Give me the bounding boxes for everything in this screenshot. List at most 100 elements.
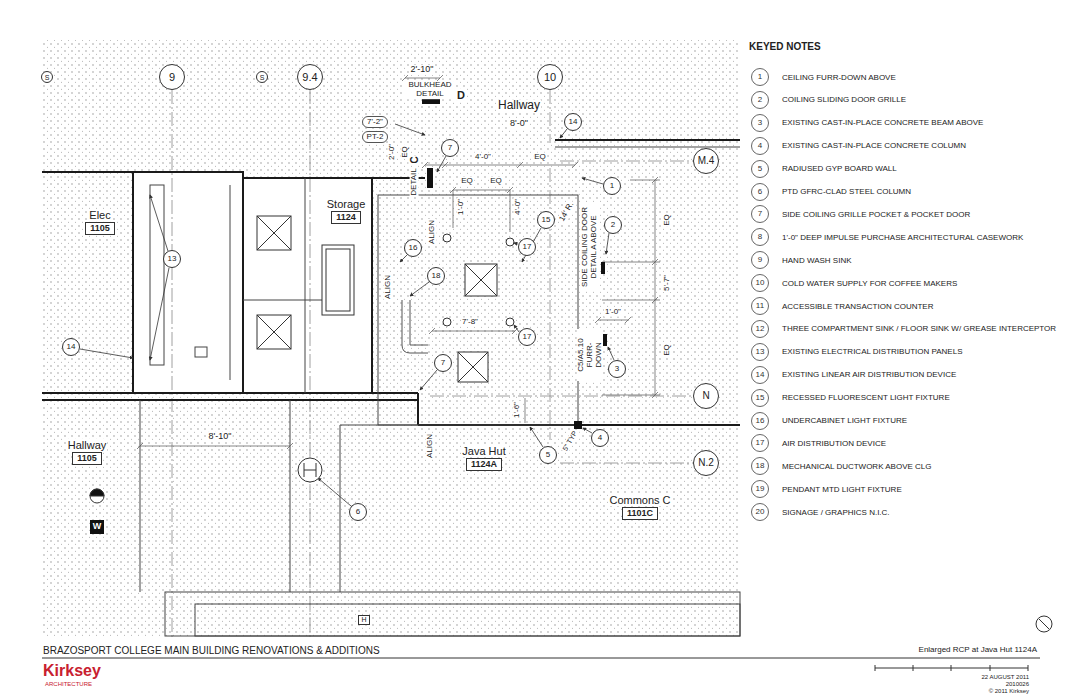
symbol-text: 14	[569, 118, 578, 126]
wall	[555, 139, 740, 141]
dimension-line	[602, 262, 660, 263]
section-marker	[574, 421, 582, 429]
dimension-text: 2'-10"	[410, 65, 435, 75]
callout-bubble: 15	[537, 211, 555, 229]
detail-reference: D	[456, 89, 466, 101]
room-number: 1101C	[622, 507, 658, 521]
keyed-note: 2COILING SLIDING DOOR GRILLE	[751, 91, 906, 109]
keyed-note: 1CEILING FURR-DOWN ABOVE	[751, 68, 896, 86]
leader-line	[606, 233, 609, 254]
room-interior	[243, 178, 372, 393]
title-strip	[42, 658, 1040, 659]
room-tag: Java Hut1124A	[461, 445, 506, 472]
note-number: 12	[751, 320, 769, 338]
note-number: 10	[751, 274, 769, 292]
symbol-text: 7	[448, 144, 452, 152]
symbol-text: 17	[523, 333, 532, 341]
keyed-note: 19 PENDANT MTD LIGHT FIXTURE	[751, 480, 902, 498]
room-name: Commons C	[608, 494, 671, 506]
leader-line	[530, 427, 543, 447]
note-number: 20	[751, 503, 769, 521]
wall	[243, 178, 372, 393]
dimension-line	[602, 300, 660, 301]
room-tag: Storage1124	[326, 198, 367, 225]
symbol-text: 16	[409, 244, 418, 252]
note-text: EXISTING CAST-IN-PLACE CONCRETE BEAM ABO…	[782, 118, 983, 127]
dimension-text: 1'-0"	[457, 198, 466, 216]
room-number: 1105	[85, 222, 115, 236]
wall	[42, 171, 133, 173]
partition-line	[195, 604, 740, 636]
keyed-note: 17AIR DISTRIBUTION DEVICE	[751, 434, 886, 452]
note-number: 13	[751, 343, 769, 361]
callout-bubble: 2	[604, 216, 622, 234]
north-arrow	[1036, 616, 1052, 632]
wall	[42, 392, 133, 394]
air-device	[443, 318, 451, 326]
keyed-note: 16UNDERCABINET LIGHT FIXTURE	[751, 412, 907, 430]
note-text: PENDANT MTD LIGHT FIXTURE	[782, 485, 902, 494]
note-number: 16	[751, 412, 769, 430]
partition-line	[243, 300, 322, 301]
callout-bubble: 7	[434, 354, 452, 372]
callout-bubble: 13	[163, 250, 181, 268]
keyed-note: 9 HAND WASH SINK	[751, 251, 852, 269]
dimension-text: EQ	[489, 177, 503, 186]
symbol-text: 15	[542, 216, 551, 224]
symbol-text: 4	[598, 434, 602, 442]
note-text: EXISTING ELECTRICAL DISTRIBUTION PANELS	[782, 347, 962, 356]
note-number: 5	[751, 160, 769, 178]
room-tag: Hallway1105	[67, 439, 108, 466]
keyed-note: 7SIDE COILING GRILLE POCKET & POCKET DOO…	[751, 205, 970, 223]
wall	[133, 172, 243, 393]
light-fixture	[257, 216, 497, 382]
symbol-text: PT-2	[367, 132, 384, 141]
grid-line	[310, 90, 311, 638]
detail-reference: C5/A5.10 FURR-DOWN	[577, 329, 603, 381]
symbol-text: 2	[611, 221, 615, 229]
dimension-text: 4'-0"	[474, 153, 492, 162]
symbol-text: 17	[523, 243, 532, 251]
dimension-text: ALIGN	[426, 433, 435, 459]
keyed-note: 6PTD GFRC-CLAD STEEL COLUMN	[751, 183, 911, 201]
note-number: 3	[751, 114, 769, 132]
air-device	[506, 238, 514, 246]
room-name: Hallway	[67, 439, 108, 451]
symbol-text: S	[260, 74, 265, 81]
north-arrow	[1039, 619, 1049, 629]
callout-bubble: 3	[608, 360, 626, 378]
dimension-line	[140, 446, 290, 447]
note-number: 19	[751, 480, 769, 498]
note-number: 9	[751, 251, 769, 269]
column-symbol	[298, 458, 322, 482]
callout-bubble: 18	[427, 267, 445, 285]
leader-line	[608, 347, 614, 360]
room-number: 1124A	[466, 458, 502, 472]
room-tag: Elec1105	[85, 209, 115, 236]
dimension-line	[137, 75, 658, 449]
symbol-text: 9.4	[302, 72, 317, 83]
symbol-text: N.2	[698, 458, 714, 468]
air-device	[506, 318, 514, 326]
callout-bubble: 1	[603, 177, 621, 195]
room-number: 1105	[72, 452, 102, 466]
note-text: ACCESSIBLE TRANSACTION COUNTER	[782, 302, 933, 311]
leader-line	[514, 325, 519, 332]
partition-line	[150, 185, 164, 365]
note-text: PTD GFRC-CLAD STEEL COLUMN	[782, 187, 911, 196]
section-marker	[601, 262, 605, 274]
callout-bubble: 9	[159, 64, 185, 90]
symbol-box: H	[358, 615, 369, 625]
partition-line	[165, 592, 740, 636]
sheet-info: 22 AUGUST 2011	[981, 674, 1030, 681]
symbol-text: M.4	[698, 156, 715, 166]
dimension-text: EQ	[460, 177, 474, 186]
dimension-line	[453, 190, 454, 228]
dimension-text: 1'-0"	[604, 308, 622, 317]
leader-line	[318, 478, 351, 506]
note-text: HAND WASH SINK	[782, 256, 852, 265]
grid-line	[560, 161, 693, 162]
wall	[372, 392, 418, 394]
partition-line	[290, 400, 291, 592]
leader-line	[420, 370, 437, 390]
